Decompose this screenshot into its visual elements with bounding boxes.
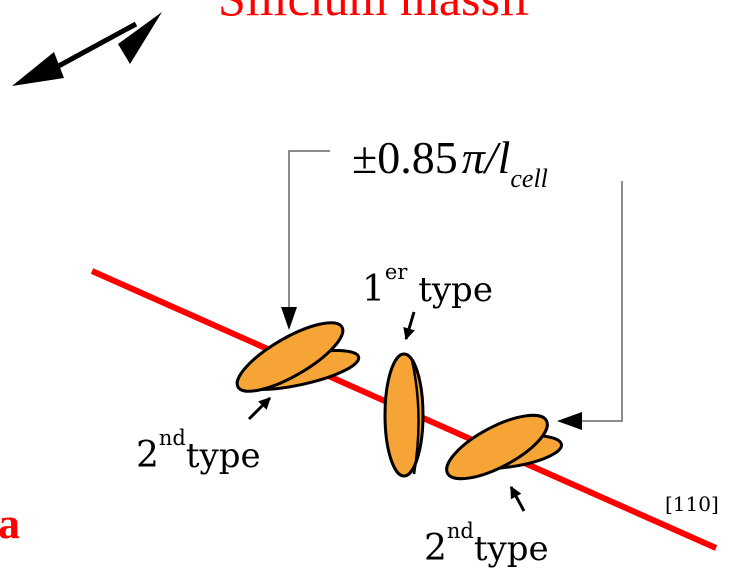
bracket-arrowhead-left: [281, 307, 297, 330]
pm-sign: ±: [352, 132, 377, 183]
label-second-type-right: 2ndtype: [424, 529, 549, 573]
ellipse-pair-left: [229, 311, 362, 404]
l-symbol: l: [498, 132, 511, 183]
double-arrow-icon: [12, 12, 162, 86]
direction-label: [110]: [665, 492, 719, 516]
slash: /: [485, 132, 498, 183]
formula-subscript: cell: [510, 164, 548, 193]
label-second-type-left: 2ndtype: [136, 436, 261, 480]
formula: ±0.85π/lcell: [352, 128, 548, 195]
ellipse-pair-right: [438, 403, 563, 491]
cut-letter: a: [0, 494, 20, 554]
pi-symbol: π: [462, 132, 485, 183]
title: Silicium massif: [218, 0, 531, 28]
label-first-type: 1er type: [362, 270, 493, 314]
bracket-arrowhead-right: [557, 412, 582, 430]
formula-value: 0.85: [377, 132, 458, 183]
